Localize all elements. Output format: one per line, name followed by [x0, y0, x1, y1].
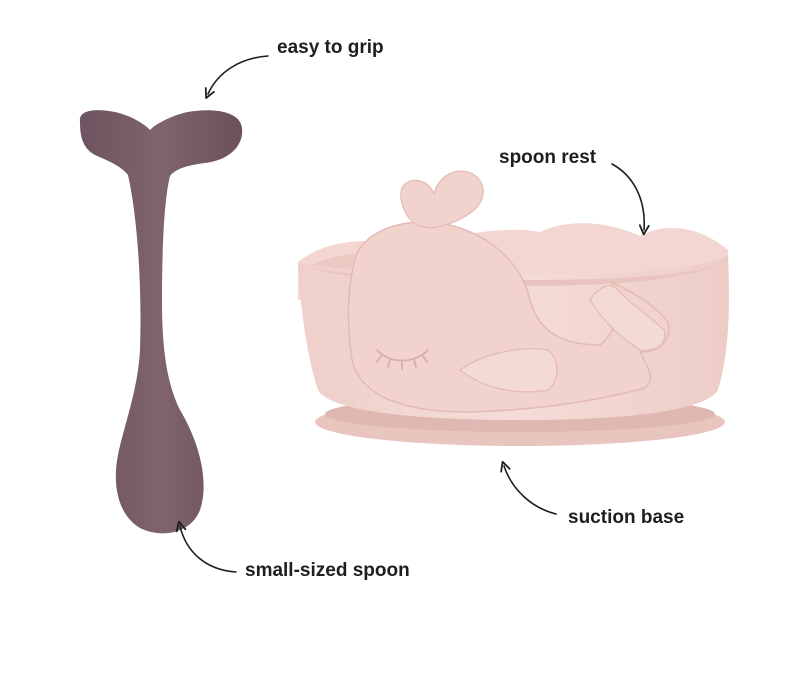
spoon-rest	[400, 170, 484, 229]
label-spoon-rest: spoon rest	[499, 147, 597, 168]
bowl	[298, 170, 729, 446]
curved-arrow-icon	[611, 163, 650, 236]
curved-arrow-icon	[175, 520, 237, 573]
label-suction-base: suction base	[568, 507, 685, 528]
spoon	[79, 110, 243, 534]
whale-emboss	[347, 221, 670, 413]
arrows	[175, 55, 650, 573]
curved-arrow-icon	[204, 55, 269, 99]
whale-eye-icon	[376, 349, 429, 370]
label-easy-to-grip: easy to grip	[277, 37, 384, 58]
label-small-sized-spoon: small-sized spoon	[245, 560, 410, 581]
curved-arrow-icon	[500, 460, 557, 515]
